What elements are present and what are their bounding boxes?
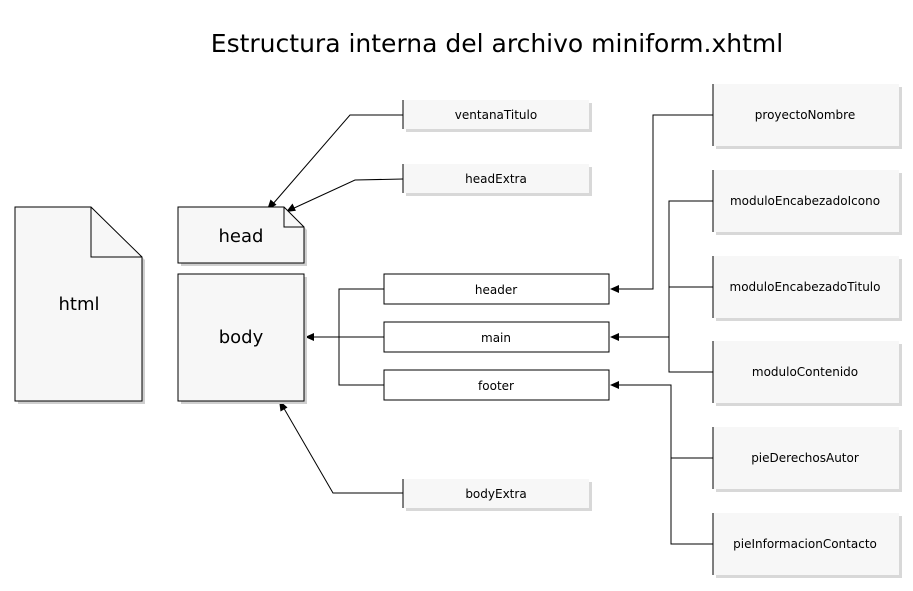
connectors <box>267 114 713 545</box>
connector-bodyextra-body <box>281 404 403 494</box>
node-modulo-encabezado-icono: moduloEncabezadoIcono <box>712 170 902 235</box>
node-body: body <box>177 273 307 404</box>
node-header: header <box>383 273 610 305</box>
node-body-extra-label: bodyExtra <box>465 487 526 501</box>
node-proyecto-nombre: proyectoNombre <box>712 84 902 149</box>
node-footer: footer <box>383 369 610 401</box>
node-modulo-encabezado-titulo: moduloEncabezadoTitulo <box>712 256 902 321</box>
node-pie-derechos-autor: pieDerechosAutor <box>712 427 902 492</box>
node-body-extra: bodyExtra <box>402 479 592 511</box>
node-head-extra: headExtra <box>402 164 592 196</box>
arrowhead-footer <box>610 381 619 389</box>
node-html-label: html <box>58 294 99 315</box>
node-main: main <box>383 321 610 353</box>
connector-ventanatitulo-head <box>271 114 403 206</box>
node-head: head <box>177 206 307 266</box>
arrowhead-main <box>610 333 619 341</box>
connector-pies-footer <box>618 384 672 458</box>
node-modulo-encabezado-titulo-label: moduloEncabezadoTitulo <box>730 280 881 294</box>
diagram-title: Estructura interna del archivo miniform.… <box>211 29 783 58</box>
node-ventana-titulo: ventanaTitulo <box>402 100 592 132</box>
node-footer-label: footer <box>478 379 514 393</box>
node-main-label: main <box>481 331 511 345</box>
node-body-label: body <box>219 327 264 348</box>
node-pie-derechos-autor-label: pieDerechosAutor <box>751 451 859 465</box>
arrowhead-body <box>305 333 314 341</box>
connector-proyectonombre-header <box>618 114 713 290</box>
node-modulo-encabezado-icono-label: moduloEncabezadoIcono <box>730 194 880 208</box>
arrowhead-headextra-head <box>286 203 296 212</box>
node-html: html <box>14 206 145 404</box>
connector-headextra-head <box>291 178 404 210</box>
arrowhead-header <box>610 285 619 293</box>
node-head-extra-label: headExtra <box>465 172 527 186</box>
node-pie-informacion-contacto-label: pieInformacionContacto <box>733 537 877 551</box>
node-header-label: header <box>475 283 517 297</box>
connector-bracket-footer <box>670 457 713 545</box>
node-ventana-titulo-label: ventanaTitulo <box>455 108 537 122</box>
node-modulo-contenido: moduloContenido <box>712 341 902 406</box>
node-proyecto-nombre-label: proyectoNombre <box>755 108 855 122</box>
node-modulo-contenido-label: moduloContenido <box>752 365 858 379</box>
node-head-label: head <box>219 226 264 247</box>
node-pie-informacion-contacto: pieInformacionContacto <box>712 513 902 578</box>
